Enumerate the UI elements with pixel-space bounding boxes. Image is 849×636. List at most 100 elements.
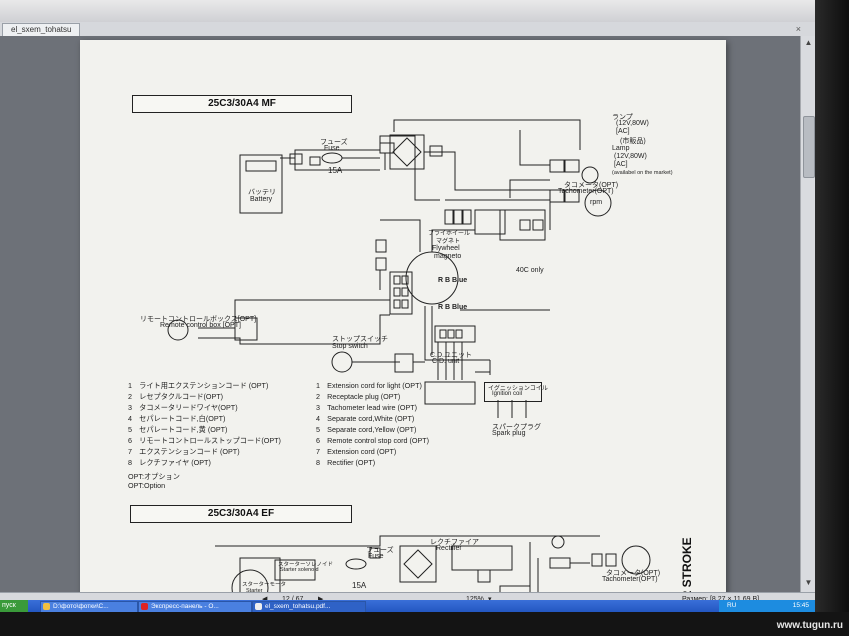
app-toolbar (0, 0, 815, 23)
magneto-label: magneto (434, 253, 462, 260)
tab-document[interactable]: el_sxem_tohatsu (2, 23, 81, 36)
lamp-bulb (581, 166, 599, 184)
battery-label-jp: バッテリ (248, 189, 276, 196)
legend-en-item: 4 Separate cord,White (OPT) (316, 414, 415, 423)
starter-motor-label: Starter (246, 588, 263, 594)
legend-en-item: 2 Receptacle plug (OPT) (316, 392, 401, 401)
spark-label: Spark plug (492, 430, 526, 437)
lamp-note: (availabel on the market) (612, 170, 673, 176)
page-indicator[interactable]: 12 / 67 (282, 595, 303, 605)
tab-bar: el_sxem_tohatsu × (0, 22, 815, 37)
rb-blue-label-2: R B Blue (438, 304, 468, 311)
legend-jp-item: 2 レセプタクルコード(OPT) (128, 392, 224, 401)
legend-en-item: 3 Tachometer lead wire (OPT) (316, 403, 418, 412)
tach-label-jp: タコメータ(OPT) (564, 182, 619, 189)
flywheel-label-jp: フライホイール (428, 231, 471, 237)
task-button-pdf[interactable]: el_sxem_tohatsu.pdf... (252, 601, 366, 612)
task-button-browser[interactable]: Экспресс-панель - О... (138, 601, 252, 612)
fuse-label-jp: フューズ (320, 139, 348, 146)
battery-symbol (239, 154, 283, 214)
side-title: RAM 2 STROKE (678, 510, 698, 600)
task-label: el_sxem_tohatsu.pdf... (265, 603, 331, 610)
stop-label: Stop switch (332, 343, 368, 350)
legend-en-item: 6 Remote control stop cord (OPT) (316, 436, 430, 445)
browser-icon (141, 603, 148, 610)
cd-unit-box (424, 381, 476, 405)
fuse-rating: 15A (328, 166, 343, 175)
rectifier-label-jp: レクチファイア (430, 539, 479, 546)
flywheel-label-jp2: マグネト (436, 239, 461, 245)
legend-jp-item: 6 リモートコントロールストップコード(OPT) (128, 436, 281, 445)
section-title-ef: 25C3/30A4 EF (130, 505, 352, 523)
scroll-thumb[interactable] (803, 116, 815, 178)
ignition-label-jp: イグニッションコイル (488, 386, 548, 392)
cd-unit-label: C.D. unit (432, 358, 460, 365)
remote-switch-symbol (167, 319, 189, 341)
legend-jp-item: 7 エクステンションコード (OPT) (128, 447, 240, 456)
rectifier-label: Rectifier (436, 545, 462, 552)
starter-label: Starter solenoid (280, 567, 319, 573)
tachometer-gauge (584, 189, 612, 217)
lamp-market-jp: (市販品) (620, 138, 646, 145)
section-title-mf: 25C3/30A4 MF (132, 95, 352, 113)
task-label: D:\фото\фотки\С... (53, 603, 109, 610)
battery-label: Battery (250, 196, 273, 203)
opt-note-en: OPT:Option (128, 481, 166, 490)
vertical-scrollbar[interactable]: ▲ ▼ (800, 36, 815, 592)
starter-label-jp: スターターソレノイド (278, 562, 334, 568)
monitor-screen: el_sxem_tohatsu × ▲ ▼ 25C3/30A4 MF (0, 0, 815, 612)
lamp-spec-1: (12V,80W) (616, 120, 649, 127)
system-tray: RU 15:45 (719, 600, 815, 612)
fuse2-label-jp: フューズ (366, 547, 394, 554)
stop-label-jp: ストップスイッチ (332, 336, 388, 343)
nav-prev-icon[interactable]: ◀ (262, 595, 267, 605)
lamp-label: Lamp (612, 145, 630, 152)
close-icon[interactable]: × (795, 24, 801, 34)
watermark: www.tugun.ru (776, 620, 843, 631)
scroll-up-icon[interactable]: ▲ (804, 38, 813, 47)
lamp-ac-2: [AC] (614, 161, 628, 168)
fuse2-rating: 15A (352, 581, 367, 590)
language-indicator[interactable]: RU (727, 602, 737, 609)
start-button[interactable]: пуск (0, 600, 28, 612)
legend-en-item: 7 Extension cord (OPT) (316, 447, 397, 456)
rpm-label: rpm (590, 199, 603, 206)
ignition-label: Ignition coil (492, 391, 523, 397)
nav-next-icon[interactable]: ▶ (318, 595, 323, 605)
legend-en-item: 5 Separate cord,Yellow (OPT) (316, 425, 417, 434)
legend-jp-item: 8 レクチファイヤ (OPT) (128, 458, 211, 467)
remote-label-jp: リモートコントロールボックス[OPT] (140, 316, 257, 323)
spark-label-jp: スパークプラグ (492, 424, 541, 431)
ignition-coil-box (484, 382, 542, 402)
legend-jp-item: 4 セパレートコード,白(OPT) (128, 414, 226, 423)
fuse2-label: Fuse (368, 553, 384, 560)
clock: 15:45 (792, 602, 809, 609)
legend-en-item: 8 Rectifier (OPT) (316, 458, 376, 467)
cd-unit-label-jp: C.D.ユニット (430, 352, 472, 359)
tach2-label: Tachometer(OPT) (602, 576, 658, 583)
pdf-icon (255, 603, 262, 610)
fuse-label: Fuse (324, 145, 340, 152)
tach2-label-jp: タコメータ(OPT) (606, 570, 661, 577)
pdf-page: 25C3/30A4 MF (80, 40, 726, 600)
spark-leads (497, 400, 527, 418)
stop-switch-symbol (331, 351, 353, 373)
lamp-ac-1: [AC] (616, 128, 630, 135)
task-label: Экспресс-панель - О... (151, 603, 219, 610)
taskbar: пуск D:\фото\фотки\С... Экспресс-панель … (0, 600, 815, 612)
legend-jp-item: 1 ライト用エクステンションコード (OPT) (128, 381, 269, 390)
scroll-down-icon[interactable]: ▼ (804, 578, 813, 587)
lamp-spec-2: (12V,80W) (614, 153, 647, 160)
zoom-dropdown-icon[interactable]: ▾ (488, 595, 492, 605)
monitor-bezel-right (815, 0, 849, 636)
wiring-diagram-mf (167, 119, 612, 405)
flywheel-label: Flywheel (432, 245, 460, 252)
task-button-folder[interactable]: D:\фото\фотки\С... (40, 601, 138, 612)
wiring-diagram-ef (215, 535, 651, 600)
fuse-symbol (321, 152, 343, 164)
rb-blue-label-1: R B Blue (438, 277, 468, 284)
page-size: Размер: [8.27 × 11.69 B] (682, 595, 759, 605)
zoom-level[interactable]: 125% (466, 595, 484, 605)
remote-label: Remote control box [OPT] (160, 322, 241, 329)
legend-jp-item: 3 タコメータリードワイヤ(OPT) (128, 403, 238, 412)
